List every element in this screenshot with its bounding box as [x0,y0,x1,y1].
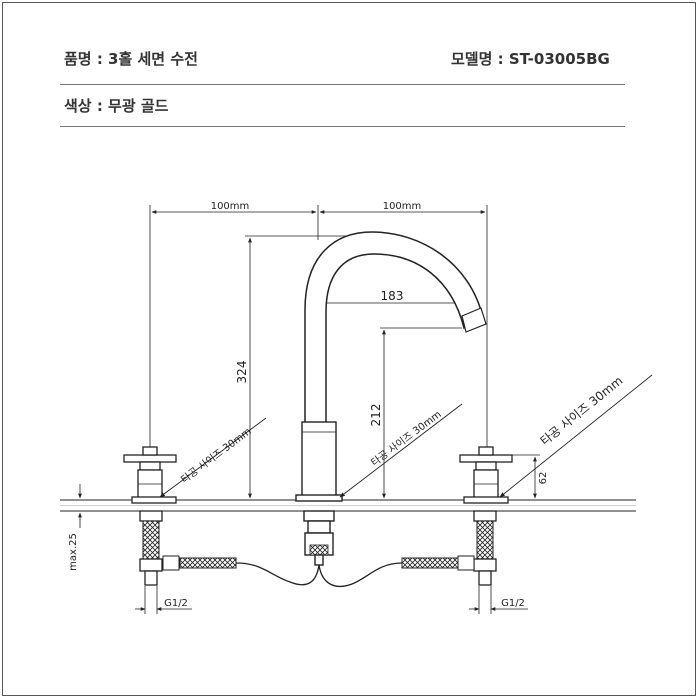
thread-right-label: G1/2 [501,598,525,609]
spout [304,231,487,425]
handle-height-label: 62 [538,472,549,485]
product-name: 품명 : 3홀 세면 수전 [64,50,198,68]
height-spout-dimension [380,327,462,499]
thread-dimension-right [469,586,528,614]
right-hose [318,555,475,588]
handle-height-dimension [512,454,540,499]
right-handle-valve [459,446,513,586]
center-body [295,421,343,566]
deck-thickness-label: max.25 [68,533,79,571]
left-handle-valve [123,446,177,586]
header-rule-bottom [60,126,625,127]
left-hose [162,555,320,586]
model-name: 모델명 : ST-03005BG [451,50,610,68]
span-right-label: 100mm [383,201,422,212]
color-name: 색상 : 무광 골드 [64,97,169,115]
span-dimension [149,205,488,470]
thread-left-label: G1/2 [164,598,188,609]
left-hole-size-label: 타공 사이즈 30mm [179,425,254,485]
callout-leaders [159,374,653,498]
right-hole-size-label: 타공 사이즈 30mm [538,374,626,449]
reach-label: 183 [381,289,404,303]
height-total-label: 324 [235,361,249,384]
header-rule-top [60,84,625,85]
height-spout-label: 212 [369,404,383,427]
thread-dimension-left [135,586,192,614]
span-left-label: 100mm [211,201,250,212]
